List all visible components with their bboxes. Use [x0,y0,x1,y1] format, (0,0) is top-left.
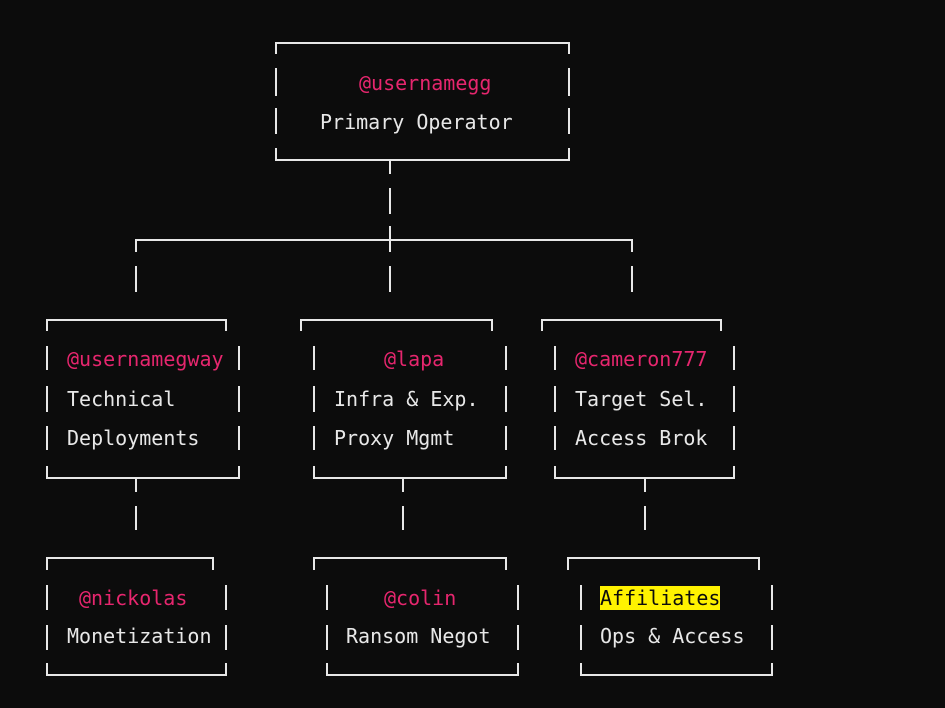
tech-handle: @usernamegway [67,347,224,371]
monet-handle: @nickolas [79,586,188,610]
monet-role: Monetization [67,624,212,648]
affiliates-highlighted-label: Affiliates [600,586,721,610]
ransom-handle: @colin [384,586,457,610]
root-role: Primary Operator [320,110,513,134]
tech-role-line1: Technical [67,387,176,411]
target-role-line1: Target Sel. [575,387,708,411]
affiliates-role: Ops & Access [600,624,745,648]
infra-handle: @lapa [384,347,445,371]
infra-role-line2: Proxy Mgmt [334,426,455,450]
tech-role-line2: Deployments [67,426,200,450]
infra-role-line1: Infra & Exp. [334,387,479,411]
target-handle: @cameron777 [575,347,708,371]
root-handle: @usernamegg [359,71,492,95]
ransom-role: Ransom Negot [346,624,491,648]
target-role-line2: Access Brok [575,426,708,450]
